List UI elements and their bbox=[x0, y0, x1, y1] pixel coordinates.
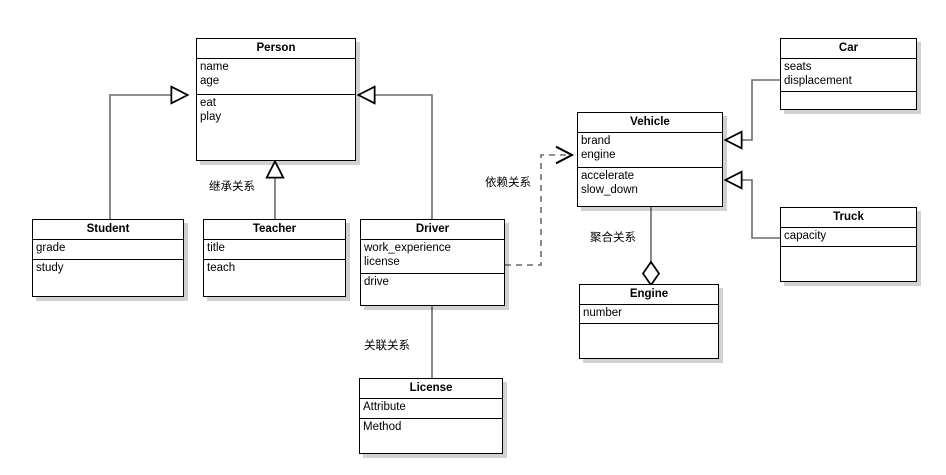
class-box-teacher[interactable]: Teacher title teach bbox=[203, 219, 346, 297]
class-box-truck[interactable]: Truck capacity bbox=[780, 207, 917, 282]
class-title-vehicle: Vehicle bbox=[578, 113, 722, 133]
class-box-driver[interactable]: Driver work_experience license drive bbox=[360, 219, 505, 306]
class-attributes-person: name age bbox=[197, 59, 355, 95]
edge-driver-person bbox=[358, 95, 433, 219]
edge-driver-vehicle bbox=[505, 155, 572, 266]
class-attributes-truck: capacity bbox=[781, 228, 916, 247]
class-title-truck: Truck bbox=[781, 208, 916, 228]
class-box-license[interactable]: License Attribute Method bbox=[359, 378, 503, 454]
attribute-row: engine bbox=[581, 149, 616, 161]
attribute-row: license bbox=[364, 256, 400, 268]
class-methods-person: eat play bbox=[197, 95, 355, 126]
class-box-car[interactable]: Car seats displacement bbox=[780, 38, 917, 110]
class-title-person: Person bbox=[197, 39, 355, 59]
class-title-driver: Driver bbox=[361, 220, 504, 240]
class-methods-license: Method bbox=[360, 419, 502, 436]
attribute-row: capacity bbox=[784, 230, 827, 242]
class-methods-vehicle: accelerate slow_down bbox=[578, 168, 722, 199]
class-methods-driver: drive bbox=[361, 274, 504, 291]
edge-student-person bbox=[109, 95, 188, 219]
attribute-row: name bbox=[200, 61, 229, 73]
class-title-student: Student bbox=[33, 220, 183, 240]
attribute-row: brand bbox=[581, 135, 611, 147]
attribute-row: work_experience bbox=[364, 242, 451, 254]
class-title-teacher: Teacher bbox=[204, 220, 345, 240]
class-methods-truck bbox=[781, 247, 916, 250]
class-title-engine: Engine bbox=[580, 285, 718, 305]
method-row: teach bbox=[207, 262, 236, 274]
class-box-person[interactable]: Person name age eat play bbox=[196, 38, 356, 161]
edge-label-association: 关联关系 bbox=[364, 340, 410, 352]
class-attributes-vehicle: brand engine bbox=[578, 133, 722, 168]
attribute-row: seats bbox=[784, 61, 812, 73]
method-row: eat bbox=[200, 97, 216, 109]
class-box-vehicle[interactable]: Vehicle brand engine accelerate slow_dow… bbox=[577, 112, 723, 207]
class-methods-teacher: teach bbox=[204, 260, 345, 277]
method-row: play bbox=[200, 111, 222, 123]
edge-car-vehicle bbox=[725, 79, 780, 140]
class-attributes-teacher: title bbox=[204, 240, 345, 260]
class-title-car: Car bbox=[781, 39, 916, 59]
attribute-row: displacement bbox=[784, 75, 852, 87]
attribute-row: title bbox=[207, 242, 225, 254]
edge-truck-vehicle bbox=[725, 180, 780, 239]
class-methods-student: study bbox=[33, 260, 183, 277]
class-attributes-driver: work_experience license bbox=[361, 240, 504, 274]
method-row: slow_down bbox=[581, 184, 638, 196]
class-attributes-engine: number bbox=[580, 305, 718, 324]
method-row: accelerate bbox=[581, 170, 635, 182]
method-row: study bbox=[36, 262, 64, 274]
class-box-student[interactable]: Student grade study bbox=[32, 219, 184, 297]
class-methods-engine bbox=[580, 324, 718, 327]
class-attributes-car: seats displacement bbox=[781, 59, 916, 92]
method-row: drive bbox=[364, 276, 389, 288]
attribute-row: Attribute bbox=[363, 401, 406, 413]
edge-label-dependency: 依赖关系 bbox=[485, 177, 531, 189]
edge-label-inheritance: 继承关系 bbox=[209, 181, 255, 193]
attribute-row: grade bbox=[36, 242, 66, 254]
class-box-engine[interactable]: Engine number bbox=[579, 284, 719, 359]
class-title-license: License bbox=[360, 379, 502, 399]
attribute-row: age bbox=[200, 75, 220, 87]
method-row: Method bbox=[363, 421, 402, 433]
class-attributes-student: grade bbox=[33, 240, 183, 260]
edge-label-aggregation: 聚合关系 bbox=[590, 232, 636, 244]
class-attributes-license: Attribute bbox=[360, 399, 502, 419]
attribute-row: number bbox=[583, 307, 622, 319]
class-methods-car bbox=[781, 92, 916, 95]
